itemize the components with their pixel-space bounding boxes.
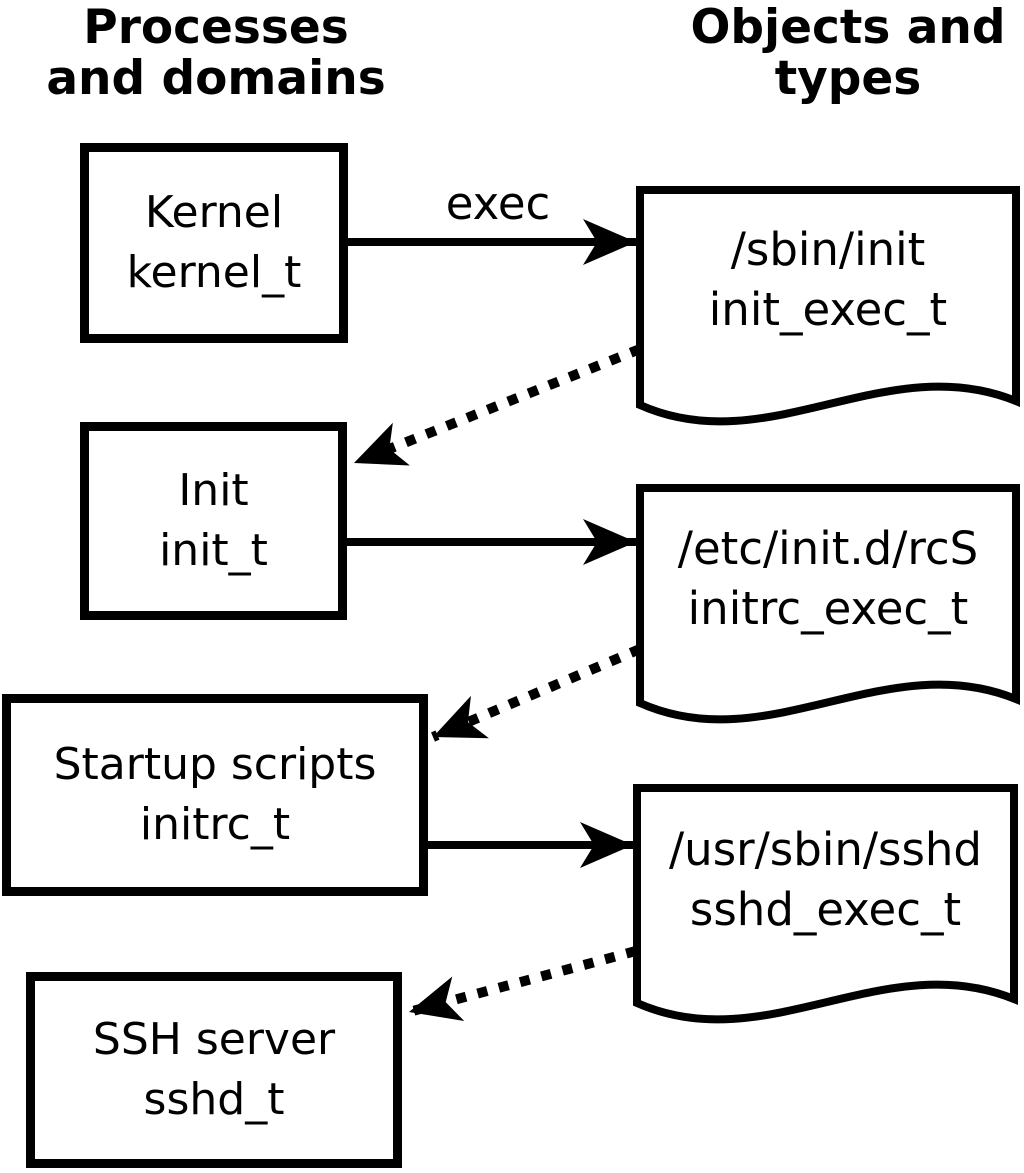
column-header-objects-line1: Objects and [690,0,1006,55]
object-type: init_exec_t [708,283,948,336]
process-name: Startup scripts [53,739,377,790]
exec-arrow-label: exec [445,177,551,230]
column-header-processes: Processes and domains [20,2,412,104]
dotted-arrow-initexec-to-init [352,344,642,468]
document-shape-etc-initd-rcs [636,484,1020,724]
column-header-processes-line2: and domains [46,51,386,106]
document-shape-usr-sbin-sshd [633,784,1018,1024]
process-name: SSH server [92,1014,336,1065]
column-header-objects: Objects and types [656,2,1024,104]
object-doc-usr-sbin-sshd: /usr/sbin/sshd sshd_exec_t [637,820,1014,940]
column-header-processes-line1: Processes [83,0,349,55]
object-type: initrc_exec_t [687,582,969,635]
process-box-init: Init init_t [80,422,347,620]
object-doc-etc-initd-rcs: /etc/init.d/rcS initrc_exec_t [640,519,1016,639]
process-name: Init [178,465,249,516]
object-path: /etc/init.d/rcS [677,522,979,575]
process-type: sshd_t [143,1074,285,1125]
dotted-arrow-initrcexec-to-initrc [431,644,642,742]
object-path: /sbin/init [730,223,926,276]
process-box-ssh-server: SSH server sshd_t [26,972,402,1168]
process-box-startup-scripts: Startup scripts initrc_t [2,694,428,896]
column-header-objects-line2: types [774,51,922,106]
document-shape-sbin-init [636,186,1020,426]
object-doc-sbin-init: /sbin/init init_exec_t [640,220,1016,340]
dotted-arrow-sshdexec-to-sshd [407,946,638,1021]
process-type: initrc_t [139,799,291,850]
object-type: sshd_exec_t [689,883,962,936]
process-box-kernel: Kernel kernel_t [80,143,348,343]
process-type: init_t [159,525,268,576]
object-path: /usr/sbin/sshd [669,823,982,876]
process-name: Kernel [144,187,284,238]
process-type: kernel_t [126,247,302,298]
